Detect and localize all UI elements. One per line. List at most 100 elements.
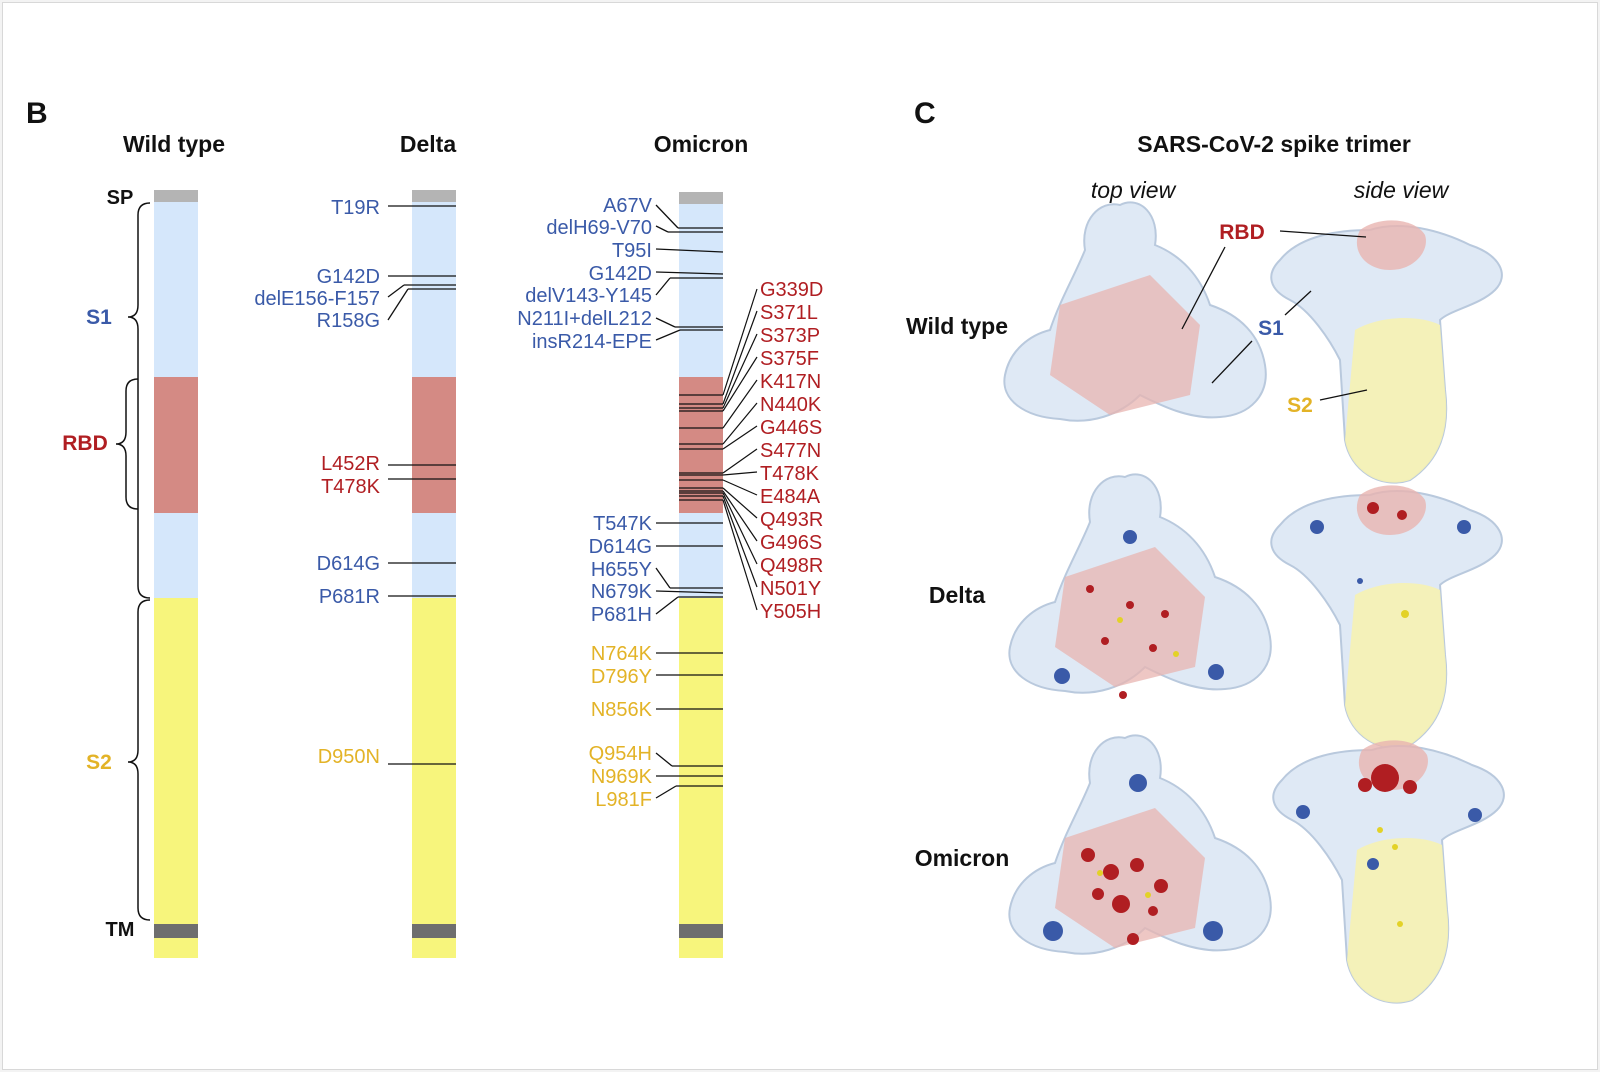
omicron-mutation-label: H655Y: [591, 559, 652, 581]
omicron-rbd-segment: [679, 377, 723, 513]
wt-sp-segment: [154, 190, 198, 202]
delta-mutation-label: R158G: [317, 310, 380, 332]
wt-s1-segment: [154, 202, 198, 377]
omicron-mutation-label: delH69-V70: [546, 217, 652, 239]
omicron-mutation-label: T95I: [612, 240, 652, 262]
omicron-mutation-label: N679K: [591, 581, 653, 603]
omicron-mutation-label: D614G: [589, 536, 652, 558]
omicron-mutation-label: N764K: [591, 643, 653, 665]
wild-type-title: Wild type: [123, 131, 225, 157]
delta-bar: [412, 190, 456, 958]
omicron-rbd-mutation-label: G446S: [760, 417, 822, 439]
omicron-left-mutation-lines: [655, 204, 724, 799]
delta-top-view: [1008, 473, 1272, 694]
omicron-rbd-mutation-label: N501Y: [760, 578, 821, 600]
omicron-rbd-mutation-label: S375F: [760, 348, 819, 370]
omicron-rbd-mutation-label: T478K: [760, 463, 820, 485]
omicron-rbd-mutation-label: S371L: [760, 302, 818, 324]
s1-brace: [127, 202, 151, 599]
omicron-mutation-label: N969K: [591, 766, 653, 788]
omicron-mutation-label: insR214-EPE: [532, 331, 652, 353]
omicron-s1-segment: [679, 204, 723, 377]
omicron-bar: [679, 192, 723, 958]
tm-label: TM: [106, 919, 135, 941]
sp-label: SP: [107, 187, 134, 209]
s2-annotation: S2: [1287, 394, 1313, 417]
delta-title: Delta: [400, 131, 456, 157]
delta-mutation-spheres: [1054, 502, 1471, 699]
omicron-left-mutation-labels: A67V delH69-V70 T95I G142D delV143-Y145 …: [517, 195, 652, 811]
top-view-label: top view: [1091, 177, 1177, 203]
delta-mutation-lines: [387, 205, 456, 765]
omicron-rbd-mutation-label: Q493R: [760, 509, 823, 531]
delta-mutation-label: T478K: [321, 476, 381, 498]
wild-type-bar: [154, 190, 198, 958]
s1-label: S1: [86, 306, 112, 329]
omicron-mutation-label: Q954H: [589, 743, 652, 765]
s2-brace: [127, 599, 151, 921]
delta-s2-segment: [412, 598, 456, 924]
delta-ct-segment: [412, 938, 456, 958]
wt-s2-segment: [154, 598, 198, 924]
omicron-mutation-label: N856K: [591, 699, 653, 721]
omicron-mutation-label: D796Y: [591, 666, 652, 688]
omicron-rbd-mutation-label: G339D: [760, 279, 823, 301]
delta-mutation-label: T19R: [331, 197, 380, 219]
omicron-ct-segment: [679, 938, 723, 958]
wt-tm-segment: [154, 924, 198, 938]
omicron-s2-segment: [679, 598, 723, 924]
row-label-wild-type: Wild type: [906, 313, 1008, 339]
omicron-mutation-label: P681H: [591, 604, 652, 626]
s1-annotation: S1: [1258, 317, 1284, 340]
omicron-mutation-label: L981F: [595, 789, 652, 811]
wt-ct-segment: [154, 938, 198, 958]
omicron-sp-segment: [679, 192, 723, 204]
wild-type-side-view: [1270, 219, 1503, 484]
delta-mutation-label: G142D: [317, 266, 380, 288]
omicron-mutation-spheres: [1043, 764, 1482, 945]
omicron-rbd-mutation-label: N440K: [760, 394, 822, 416]
omicron-rbd-mutation-labels: G339D S371L S373P S375F K417N N440K G446…: [760, 279, 823, 623]
omicron-rbd-mutation-label: E484A: [760, 486, 821, 508]
wt-rbd-segment: [154, 377, 198, 513]
omicron-mutation-label: N211I+delL212: [517, 308, 652, 330]
rbd-label: RBD: [62, 432, 108, 455]
omicron-mutation-label: G142D: [589, 263, 652, 285]
wt-annotation-lines: [1181, 230, 1368, 401]
delta-rbd-segment: [412, 377, 456, 513]
row-label-delta: Delta: [929, 582, 985, 608]
delta-mutation-label: P681R: [319, 586, 380, 608]
omicron-title: Omicron: [654, 131, 749, 157]
delta-mutation-label: L452R: [321, 453, 380, 475]
omicron-mutation-label: delV143-Y145: [525, 285, 652, 307]
rbd-brace: [115, 378, 139, 510]
delta-mutation-label: D950N: [318, 746, 380, 768]
omicron-top-view: [1008, 734, 1272, 955]
delta-s1-segment-2: [412, 513, 456, 598]
omicron-rbd-mutation-label: K417N: [760, 371, 821, 393]
rbd-annotation: RBD: [1219, 221, 1265, 244]
delta-mutation-label: delE156-F157: [254, 288, 380, 310]
delta-mutation-label: D614G: [317, 553, 380, 575]
omicron-rbd-mutation-label: Q498R: [760, 555, 823, 577]
s2-label: S2: [86, 751, 112, 774]
omicron-tm-segment: [679, 924, 723, 938]
delta-tm-segment: [412, 924, 456, 938]
omicron-rbd-mutation-label: S477N: [760, 440, 821, 462]
panel-b-letter: B: [26, 97, 48, 130]
omicron-rbd-ticks: [679, 394, 723, 501]
omicron-s1-segment-2: [679, 513, 723, 598]
delta-mutation-labels: T19R G142D delE156-F157 R158G L452R T478…: [254, 197, 380, 768]
omicron-mutation-label: A67V: [603, 195, 653, 217]
panel-c-letter: C: [914, 97, 936, 130]
wt-s1-segment-2: [154, 513, 198, 598]
omicron-rbd-leader-lines: [722, 288, 758, 611]
omicron-mutation-label: T547K: [593, 513, 653, 535]
delta-sp-segment: [412, 190, 456, 202]
row-label-omicron: Omicron: [915, 845, 1010, 871]
side-view-label: side view: [1354, 177, 1450, 203]
panel-c-title: SARS-CoV-2 spike trimer: [1137, 131, 1411, 157]
omicron-rbd-mutation-label: S373P: [760, 325, 820, 347]
omicron-rbd-mutation-label: G496S: [760, 532, 822, 554]
